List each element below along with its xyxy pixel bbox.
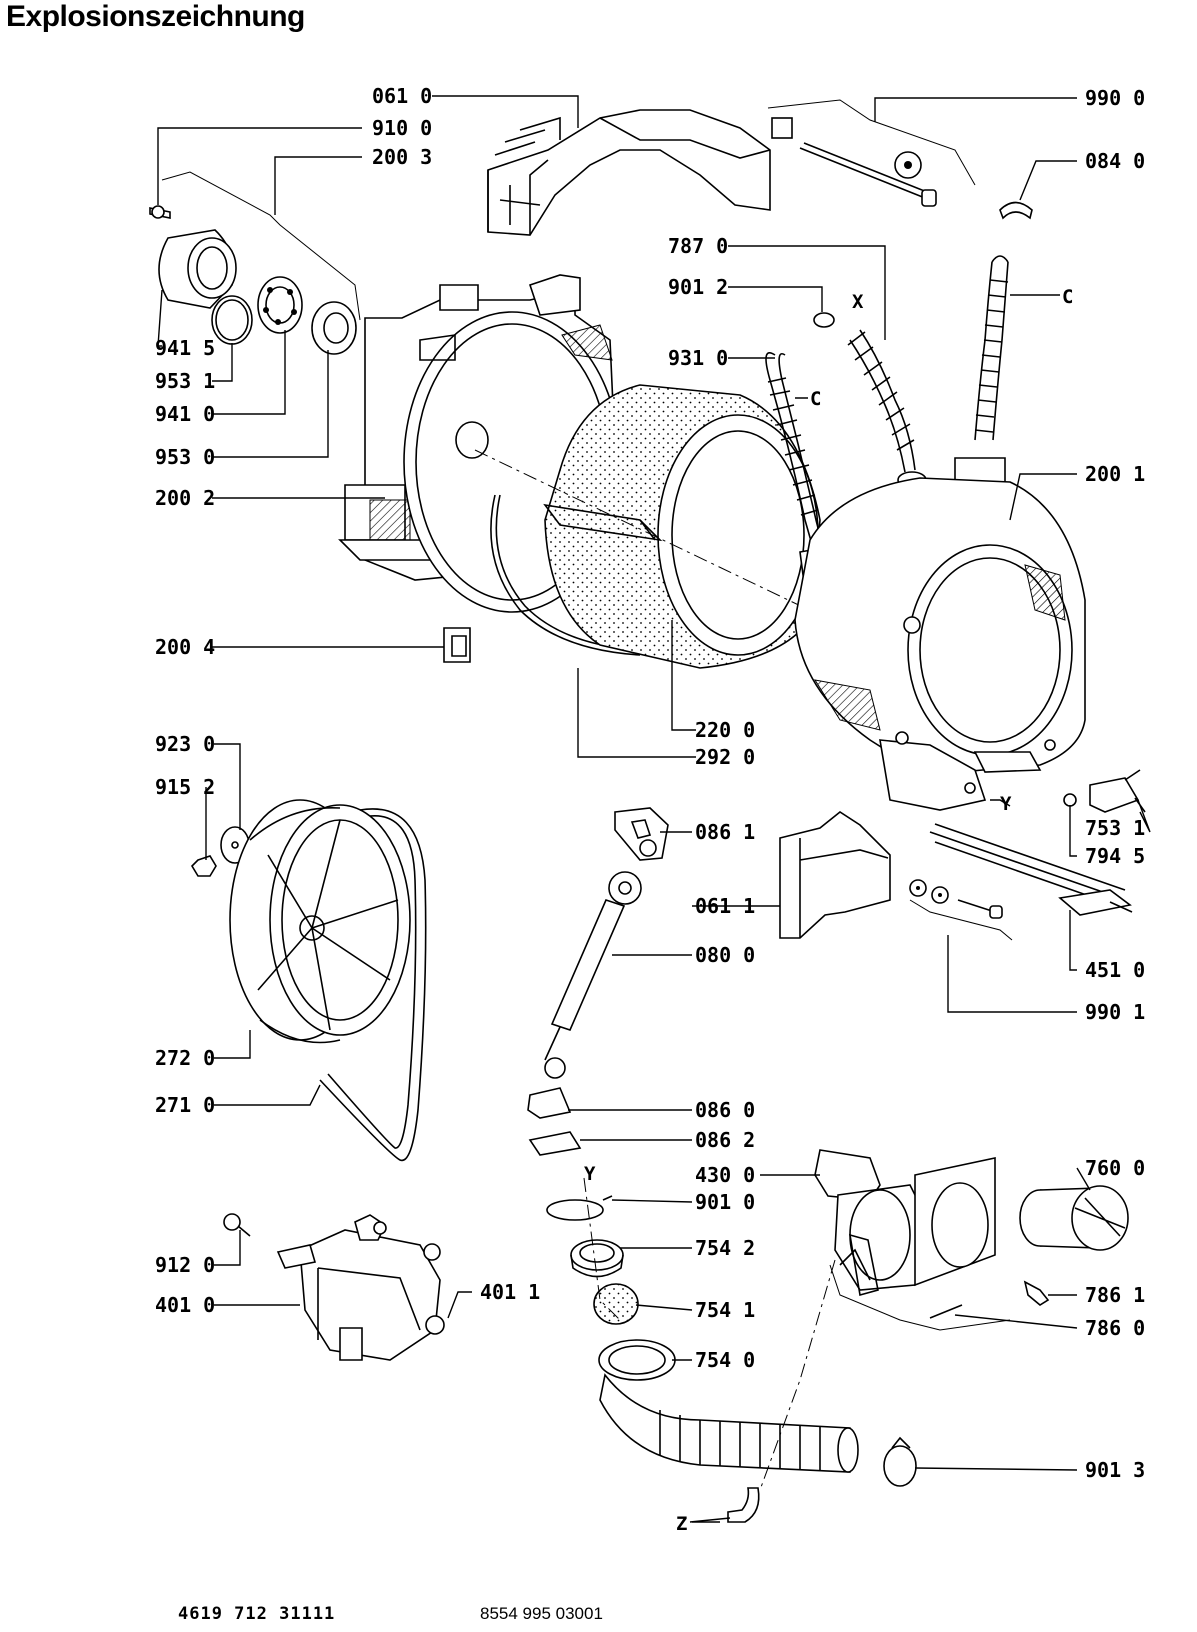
label-931-0: 931 0 (668, 346, 728, 370)
marker-y-2: Y (584, 1163, 596, 1185)
pin-786-1 (1023, 1280, 1050, 1306)
ring-clamp (883, 1445, 917, 1487)
label-941-0: 941 0 (155, 402, 215, 426)
label-760-0: 760 0 (1085, 1156, 1145, 1180)
foot-086-0 (527, 1087, 572, 1119)
label-086-2: 086 2 (695, 1128, 755, 1152)
label-451-0: 451 0 (1085, 958, 1145, 982)
marker-y-1: Y (1000, 793, 1012, 815)
label-292-0: 292 0 (695, 745, 755, 769)
clip-part (999, 201, 1033, 220)
label-990-0: 990 0 (1085, 86, 1145, 110)
label-080-0: 080 0 (695, 943, 755, 967)
label-953-0: 953 0 (155, 445, 215, 469)
label-941-5: 941 5 (155, 336, 215, 360)
tub-gasket (490, 494, 641, 656)
washer-kit (909, 879, 1013, 941)
label-753-1: 753 1 (1085, 816, 1145, 840)
thermostat (1063, 769, 1146, 813)
label-912-0: 912 0 (155, 1253, 215, 1277)
label-430-0: 430 0 (695, 1163, 755, 1187)
label-754-1: 754 1 (695, 1298, 755, 1322)
label-401-0: 401 0 (155, 1293, 215, 1317)
label-910-0: 910 0 (372, 116, 432, 140)
hose-elbow (727, 1487, 760, 1523)
label-200-2: 200 2 (155, 486, 215, 510)
label-786-0: 786 0 (1085, 1316, 1145, 1340)
label-401-1: 401 1 (480, 1280, 540, 1304)
bearing-assembly (149, 171, 361, 355)
front-tub (794, 477, 1086, 811)
tie-rod-kit (767, 99, 976, 207)
label-272-0: 272 0 (155, 1046, 215, 1070)
label-086-1: 086 1 (695, 820, 755, 844)
marker-c-2: C (1062, 286, 1073, 308)
label-901-2: 901 2 (668, 275, 728, 299)
label-200-1: 200 1 (1085, 462, 1145, 486)
heater (929, 823, 1133, 916)
label-923-0: 923 0 (155, 732, 215, 756)
marker-z: Z (676, 1513, 687, 1535)
counterweight-front (779, 811, 891, 939)
pulley (229, 799, 411, 1044)
label-794-5: 794 5 (1085, 844, 1145, 868)
label-061-1: 061 1 (695, 894, 755, 918)
label-786-1: 786 1 (1085, 1283, 1145, 1307)
label-271-0: 271 0 (155, 1093, 215, 1117)
bracket-200-4 (443, 627, 471, 663)
part-number: 8554 995 03001 (480, 1604, 603, 1623)
marker-x: X (852, 291, 864, 313)
counterweight-top (487, 109, 771, 236)
label-220-0: 220 0 (695, 718, 755, 742)
label-200-3: 200 3 (372, 145, 432, 169)
filter (1019, 1185, 1129, 1251)
label-086-0: 086 0 (695, 1098, 755, 1122)
label-990-1: 990 1 (1085, 1000, 1145, 1024)
belt (319, 808, 427, 1162)
pump-housing (814, 1149, 1011, 1331)
drum (543, 384, 821, 669)
label-084-0: 084 0 (1085, 149, 1145, 173)
page-title: Explosionszeichnung (6, 0, 305, 33)
part-labels: 061 0 910 0 200 3 941 5 953 1 941 0 953 … (155, 84, 1145, 1535)
label-953-1: 953 1 (155, 369, 215, 393)
label-061-0: 061 0 (372, 84, 432, 108)
marker-c-1: C (810, 388, 821, 410)
document-code: 4619 712 31111 (178, 1604, 336, 1624)
label-901-0: 901 0 (695, 1190, 755, 1214)
label-200-4: 200 4 (155, 635, 215, 659)
damper (544, 871, 642, 1079)
motor (223, 1213, 445, 1361)
label-901-3: 901 3 (1085, 1458, 1145, 1482)
foot-086-2 (528, 1131, 582, 1156)
label-754-2: 754 2 (695, 1236, 755, 1260)
label-754-0: 754 0 (695, 1348, 755, 1372)
label-787-0: 787 0 (668, 234, 728, 258)
leader-lines (157, 95, 1151, 1523)
drain-hose-set (546, 1195, 859, 1473)
label-915-2: 915 2 (155, 775, 215, 799)
pin-786-0 (929, 1304, 963, 1319)
